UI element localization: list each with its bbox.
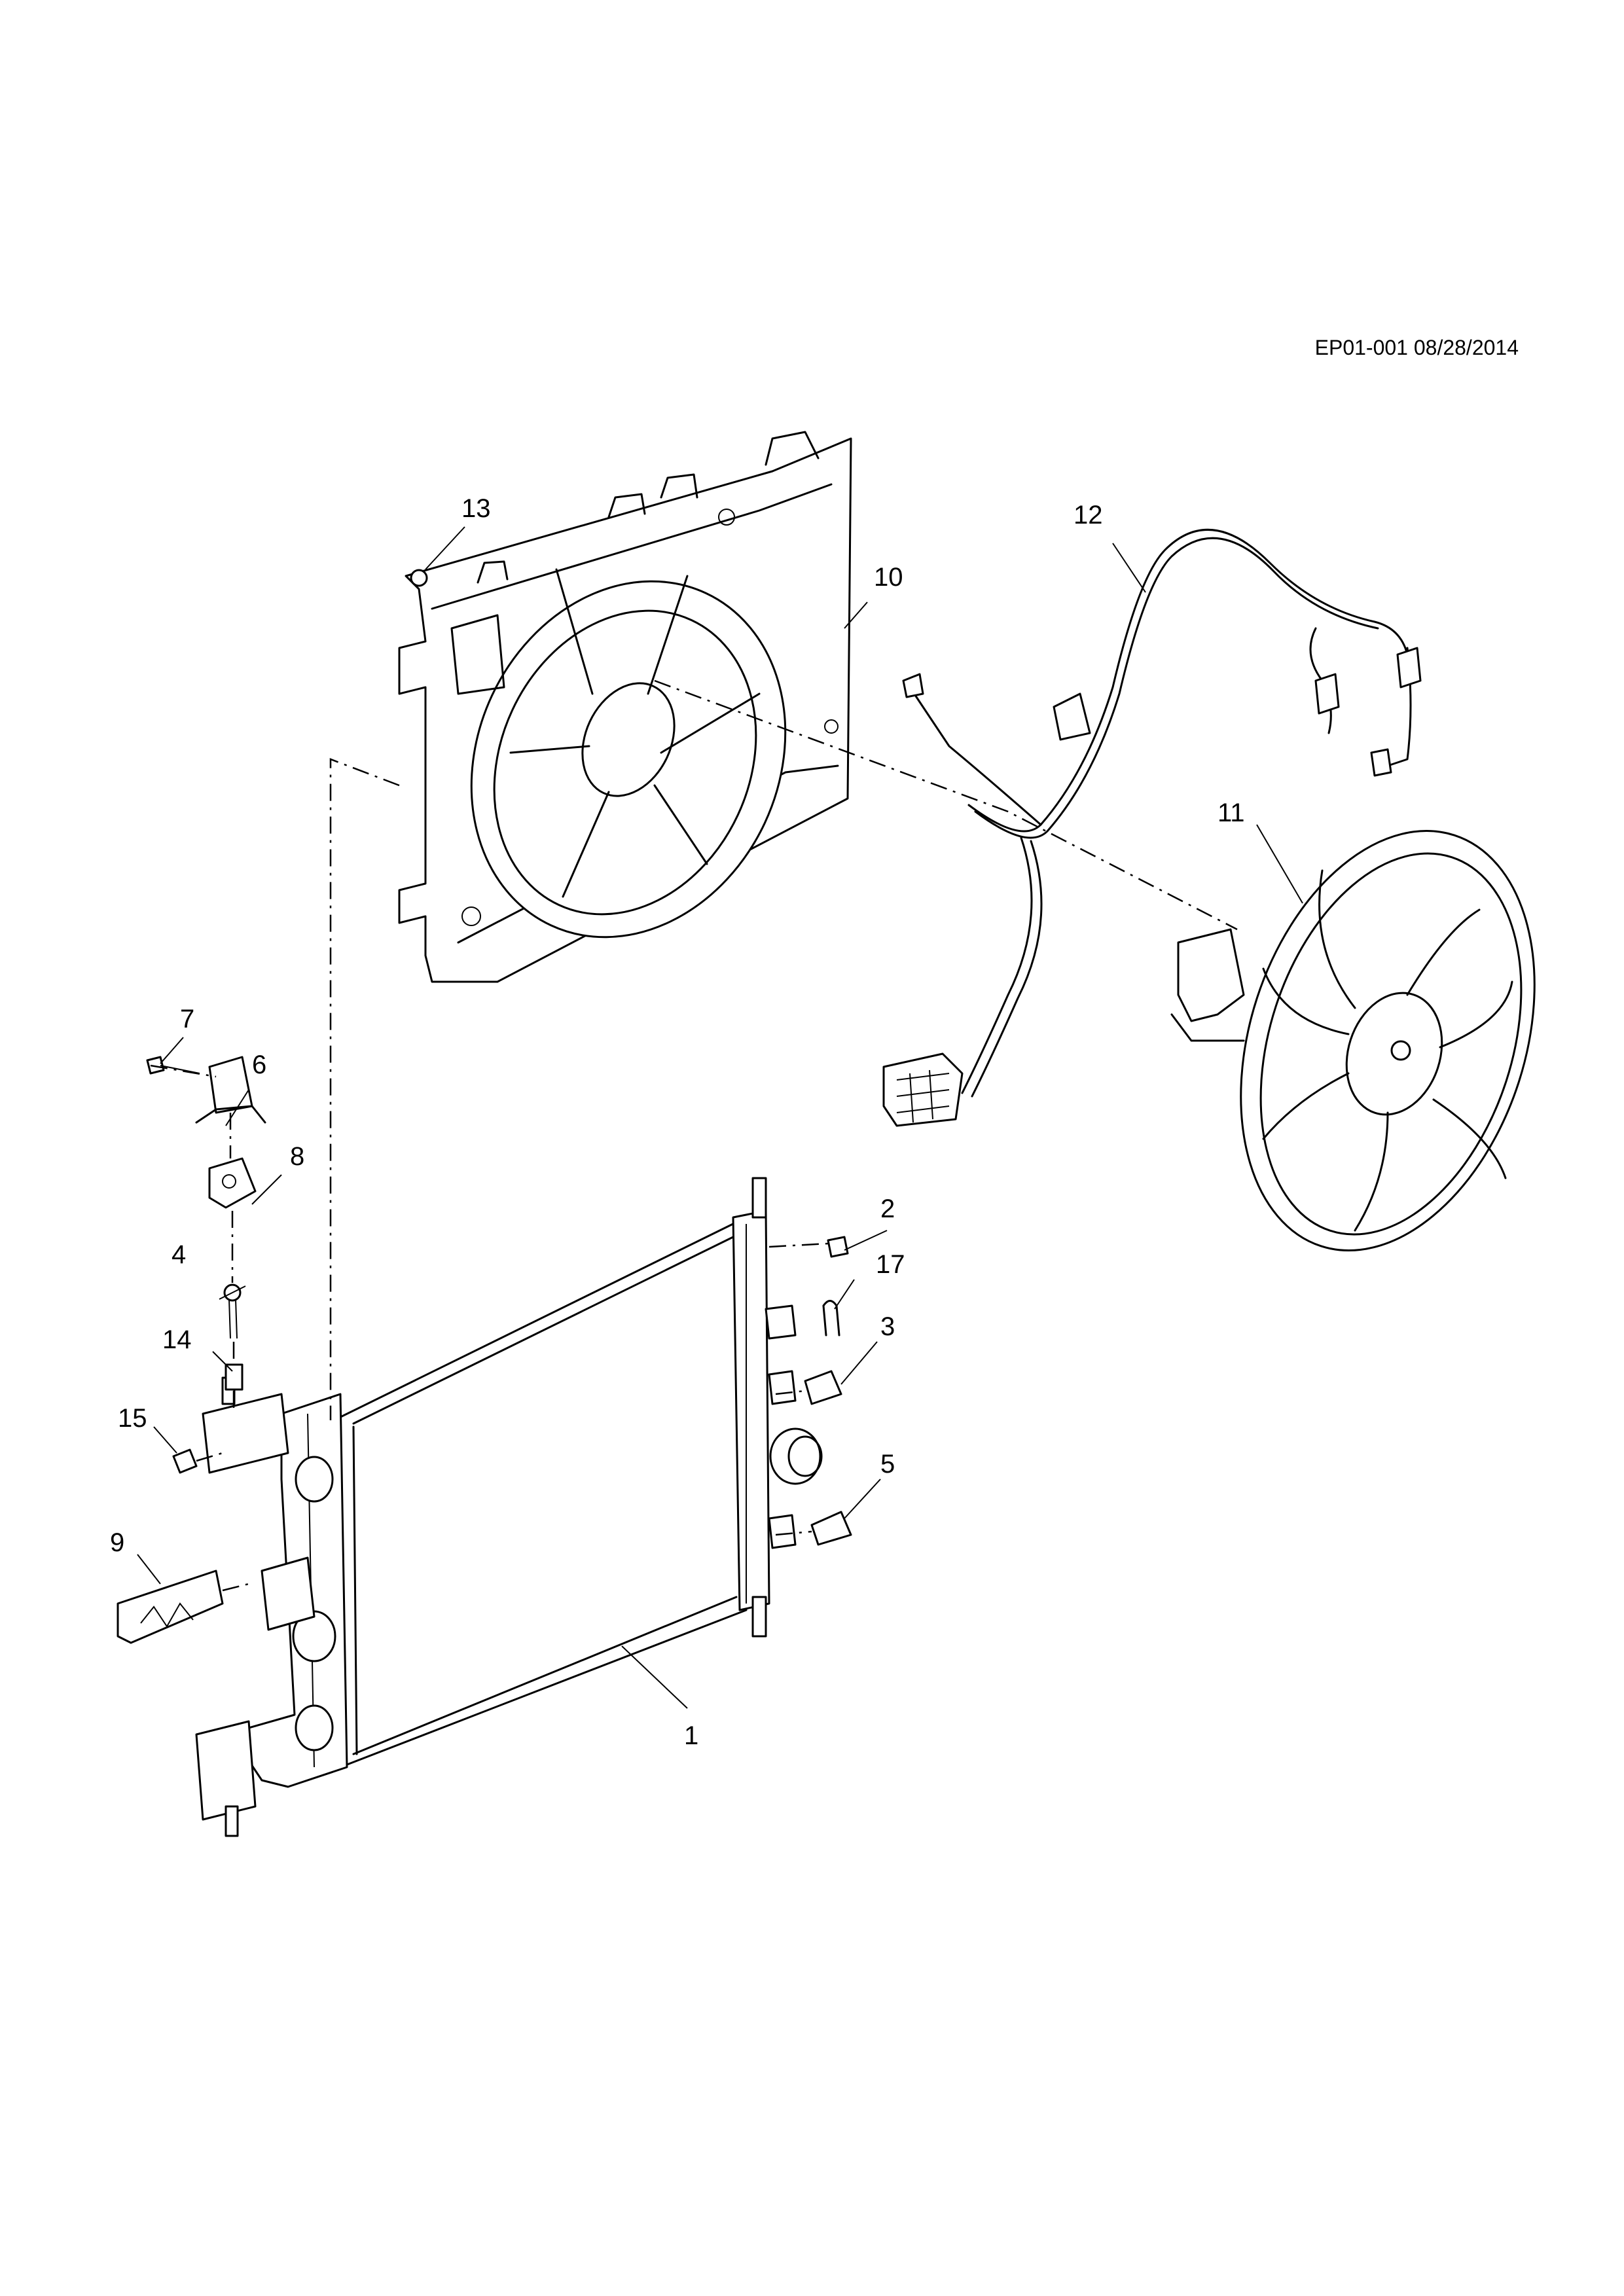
- callout-15: 15: [118, 1404, 147, 1433]
- callout-8: 8: [290, 1142, 304, 1171]
- callout-17: 17: [876, 1250, 905, 1279]
- callout-9: 9: [110, 1528, 124, 1557]
- callout-11: 11: [1218, 798, 1245, 827]
- callout-12: 12: [1074, 501, 1103, 529]
- radiator-drawing: [195, 1177, 823, 1837]
- callout-labels: 1 2 3 4 5 6 7 8 9 10 11 12 13 14 15 17: [110, 494, 1245, 1750]
- callout-14: 14: [162, 1325, 192, 1354]
- callout-6: 6: [252, 1050, 266, 1079]
- cooling-fan-drawing: [1170, 830, 1536, 1251]
- callout-4: 4: [171, 1240, 186, 1269]
- fan-shroud-drawing: [398, 431, 852, 983]
- callout-2: 2: [880, 1194, 895, 1223]
- callout-10: 10: [874, 563, 903, 592]
- callout-7: 7: [180, 1005, 194, 1033]
- callout-3: 3: [880, 1312, 895, 1341]
- mounting-hardware-drawing: [117, 569, 852, 1644]
- callout-13: 13: [461, 494, 491, 523]
- leader-lines: [137, 526, 1303, 1709]
- diagram-reference: EP01-001 08/28/2014: [1315, 336, 1519, 359]
- callout-1: 1: [684, 1721, 698, 1750]
- wiring-harness-drawing: [882, 529, 1422, 1127]
- alignment-lines: [150, 679, 1238, 1592]
- callout-5: 5: [880, 1450, 895, 1479]
